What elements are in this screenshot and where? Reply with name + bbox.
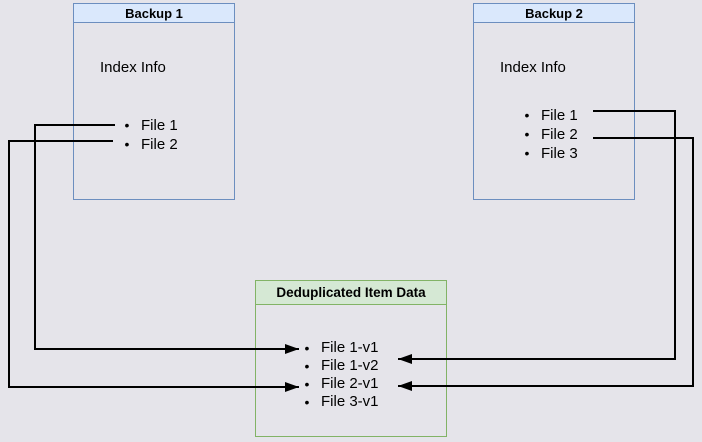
backup2-title: Backup 2	[474, 4, 634, 23]
backup2-box: Backup 2 Index Info • File 1 • File 2 • …	[473, 3, 635, 200]
dedup-item-file1v2: • File 1-v2	[300, 357, 379, 375]
backup1-item-file2-label: File 2	[141, 136, 178, 153]
bullet-icon: •	[304, 340, 310, 356]
bullet-icon: •	[524, 107, 530, 123]
bullet-icon: •	[124, 117, 130, 133]
dedup-item-file2v1-label: File 2-v1	[321, 375, 379, 392]
backup2-item-file3: • File 3	[520, 144, 578, 163]
dedup-item-file1v2-label: File 1-v2	[321, 357, 379, 374]
dedup-item-file1v1: • File 1-v1	[300, 339, 379, 357]
backup1-item-file2: • File 2	[120, 135, 178, 154]
backup1-item-file1-label: File 1	[141, 117, 178, 134]
bullet-icon: •	[524, 126, 530, 142]
bullet-icon: •	[124, 136, 130, 152]
backup2-item-file2-label: File 2	[541, 126, 578, 143]
dedup-item-file2v1: • File 2-v1	[300, 375, 379, 393]
dedup-box: Deduplicated Item Data • File 1-v1 • Fil…	[255, 280, 447, 437]
dedup-item-list: • File 1-v1 • File 1-v2 • File 2-v1 • Fi…	[300, 339, 379, 411]
backup2-index-info-label: Index Info	[500, 59, 566, 76]
backup2-file-list: • File 1 • File 2 • File 3	[520, 106, 578, 163]
backup2-item-file2: • File 2	[520, 125, 578, 144]
dedup-item-file3v1: • File 3-v1	[300, 393, 379, 411]
dedup-title: Deduplicated Item Data	[256, 281, 446, 305]
backup1-file-list: • File 1 • File 2	[120, 116, 178, 154]
backup2-item-file3-label: File 3	[541, 145, 578, 162]
backup1-title: Backup 1	[74, 4, 234, 23]
backup1-index-info-label: Index Info	[100, 59, 166, 76]
backup1-box: Backup 1 Index Info • File 1 • File 2	[73, 3, 235, 200]
bullet-icon: •	[304, 376, 310, 392]
dedup-item-file3v1-label: File 3-v1	[321, 393, 379, 410]
bullet-icon: •	[304, 358, 310, 374]
backup2-item-file1: • File 1	[520, 106, 578, 125]
backup2-item-file1-label: File 1	[541, 107, 578, 124]
dedup-item-file1v1-label: File 1-v1	[321, 339, 379, 356]
bullet-icon: •	[524, 145, 530, 161]
backup1-item-file1: • File 1	[120, 116, 178, 135]
bullet-icon: •	[304, 394, 310, 410]
